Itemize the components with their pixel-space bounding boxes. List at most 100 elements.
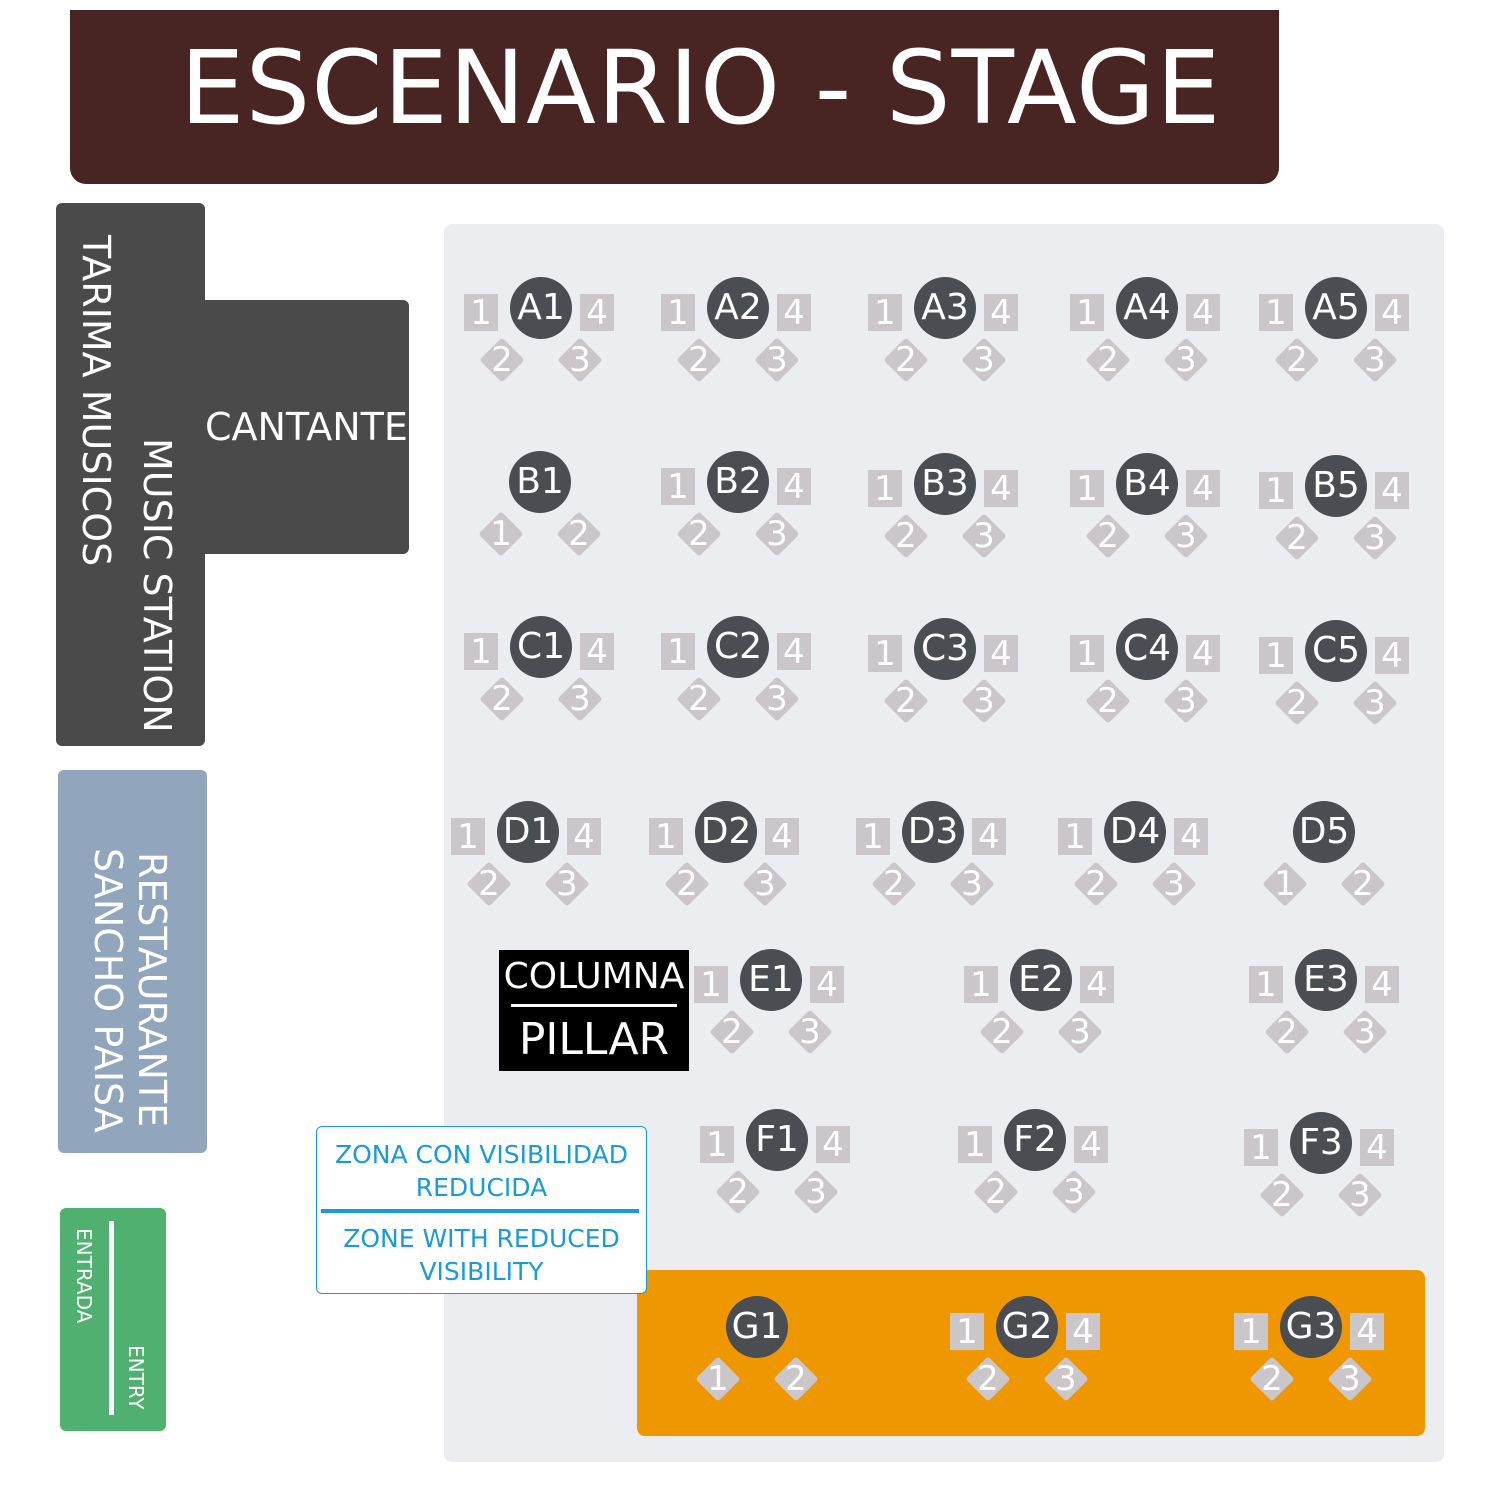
seat-a1-3[interactable]: 3	[555, 335, 605, 385]
seat-c1-1[interactable]: 1	[464, 633, 498, 671]
seat-d5-1[interactable]: 1	[1260, 859, 1310, 909]
seat-b5-4[interactable]: 4	[1375, 472, 1409, 510]
seat-a5-2[interactable]: 2	[1272, 335, 1322, 385]
seat-f2-4[interactable]: 4	[1074, 1126, 1108, 1164]
seat-c1-2[interactable]: 2	[477, 674, 527, 724]
seat-e2-3[interactable]: 3	[1055, 1007, 1105, 1057]
seat-d2-2[interactable]: 2	[662, 859, 712, 909]
seat-a4-2[interactable]: 2	[1083, 335, 1133, 385]
seat-b3-3[interactable]: 3	[959, 511, 1009, 561]
seat-e1-1[interactable]: 1	[694, 966, 728, 1004]
seat-g3-3[interactable]: 3	[1325, 1354, 1375, 1404]
seat-b4-4[interactable]: 4	[1186, 470, 1220, 508]
seat-c1-4[interactable]: 4	[580, 633, 614, 671]
seat-c5-1[interactable]: 1	[1259, 637, 1293, 675]
seat-c4-2[interactable]: 2	[1083, 676, 1133, 726]
seat-a5-3[interactable]: 3	[1350, 335, 1400, 385]
seat-d1-3[interactable]: 3	[542, 859, 592, 909]
seat-f3-2[interactable]: 2	[1257, 1170, 1307, 1220]
seat-f1-3[interactable]: 3	[791, 1167, 841, 1217]
seat-c5-4[interactable]: 4	[1375, 637, 1409, 675]
seat-e1-3[interactable]: 3	[785, 1007, 835, 1057]
seat-f2-2[interactable]: 2	[971, 1167, 1021, 1217]
seat-b3-4[interactable]: 4	[984, 470, 1018, 508]
seat-d5-2[interactable]: 2	[1338, 859, 1388, 909]
seat-b5-2[interactable]: 2	[1272, 513, 1322, 563]
seat-a1-2[interactable]: 2	[477, 335, 527, 385]
seat-a4-4[interactable]: 4	[1186, 294, 1220, 332]
seat-b3-1[interactable]: 1	[868, 470, 902, 508]
seat-d1-1[interactable]: 1	[451, 818, 485, 856]
seat-g2-1[interactable]: 1	[950, 1313, 984, 1351]
seat-d2-4[interactable]: 4	[765, 818, 799, 856]
seat-d1-4[interactable]: 4	[567, 818, 601, 856]
seat-f2-1[interactable]: 1	[958, 1126, 992, 1164]
seat-a3-3[interactable]: 3	[959, 335, 1009, 385]
seat-b2-2[interactable]: 2	[674, 509, 724, 559]
seat-f3-4[interactable]: 4	[1360, 1129, 1394, 1167]
seat-e2-2[interactable]: 2	[977, 1007, 1027, 1057]
seat-b2-1[interactable]: 1	[661, 468, 695, 506]
seat-c1-3[interactable]: 3	[555, 674, 605, 724]
seat-b1-2[interactable]: 2	[554, 509, 604, 559]
seat-a1-1[interactable]: 1	[464, 294, 498, 332]
seat-c3-3[interactable]: 3	[959, 676, 1009, 726]
seat-a1-4[interactable]: 4	[580, 294, 614, 332]
seat-e3-4[interactable]: 4	[1365, 966, 1399, 1004]
seat-f1-2[interactable]: 2	[713, 1167, 763, 1217]
seat-d4-1[interactable]: 1	[1058, 818, 1092, 856]
seat-c4-4[interactable]: 4	[1186, 635, 1220, 673]
seat-d3-1[interactable]: 1	[856, 818, 890, 856]
seat-c5-3[interactable]: 3	[1350, 678, 1400, 728]
seat-g1-2[interactable]: 2	[771, 1354, 821, 1404]
seat-c2-3[interactable]: 3	[752, 674, 802, 724]
seat-a4-3[interactable]: 3	[1161, 335, 1211, 385]
seat-a2-3[interactable]: 3	[752, 335, 802, 385]
seat-g3-4[interactable]: 4	[1350, 1313, 1384, 1351]
seat-g3-1[interactable]: 1	[1234, 1313, 1268, 1351]
seat-a3-1[interactable]: 1	[868, 294, 902, 332]
seat-a5-4[interactable]: 4	[1375, 294, 1409, 332]
seat-a3-2[interactable]: 2	[881, 335, 931, 385]
seat-c4-1[interactable]: 1	[1070, 635, 1104, 673]
seat-d4-3[interactable]: 3	[1149, 859, 1199, 909]
seat-c2-4[interactable]: 4	[777, 633, 811, 671]
seat-e3-2[interactable]: 2	[1262, 1007, 1312, 1057]
seat-d2-1[interactable]: 1	[649, 818, 683, 856]
seat-e1-2[interactable]: 2	[707, 1007, 757, 1057]
seat-d3-4[interactable]: 4	[972, 818, 1006, 856]
seat-b1-1[interactable]: 1	[476, 509, 526, 559]
seat-a2-4[interactable]: 4	[777, 294, 811, 332]
seat-g2-4[interactable]: 4	[1066, 1313, 1100, 1351]
seat-d1-2[interactable]: 2	[464, 859, 514, 909]
seat-g2-2[interactable]: 2	[963, 1354, 1013, 1404]
seat-g2-3[interactable]: 3	[1041, 1354, 1091, 1404]
seat-f3-3[interactable]: 3	[1335, 1170, 1385, 1220]
seat-c3-1[interactable]: 1	[868, 635, 902, 673]
seat-c4-3[interactable]: 3	[1161, 676, 1211, 726]
seat-a4-1[interactable]: 1	[1070, 294, 1104, 332]
seat-a2-1[interactable]: 1	[661, 294, 695, 332]
seat-b2-4[interactable]: 4	[777, 468, 811, 506]
seat-b4-1[interactable]: 1	[1070, 470, 1104, 508]
seat-b4-3[interactable]: 3	[1161, 511, 1211, 561]
seat-a2-2[interactable]: 2	[674, 335, 724, 385]
seat-c3-2[interactable]: 2	[881, 676, 931, 726]
